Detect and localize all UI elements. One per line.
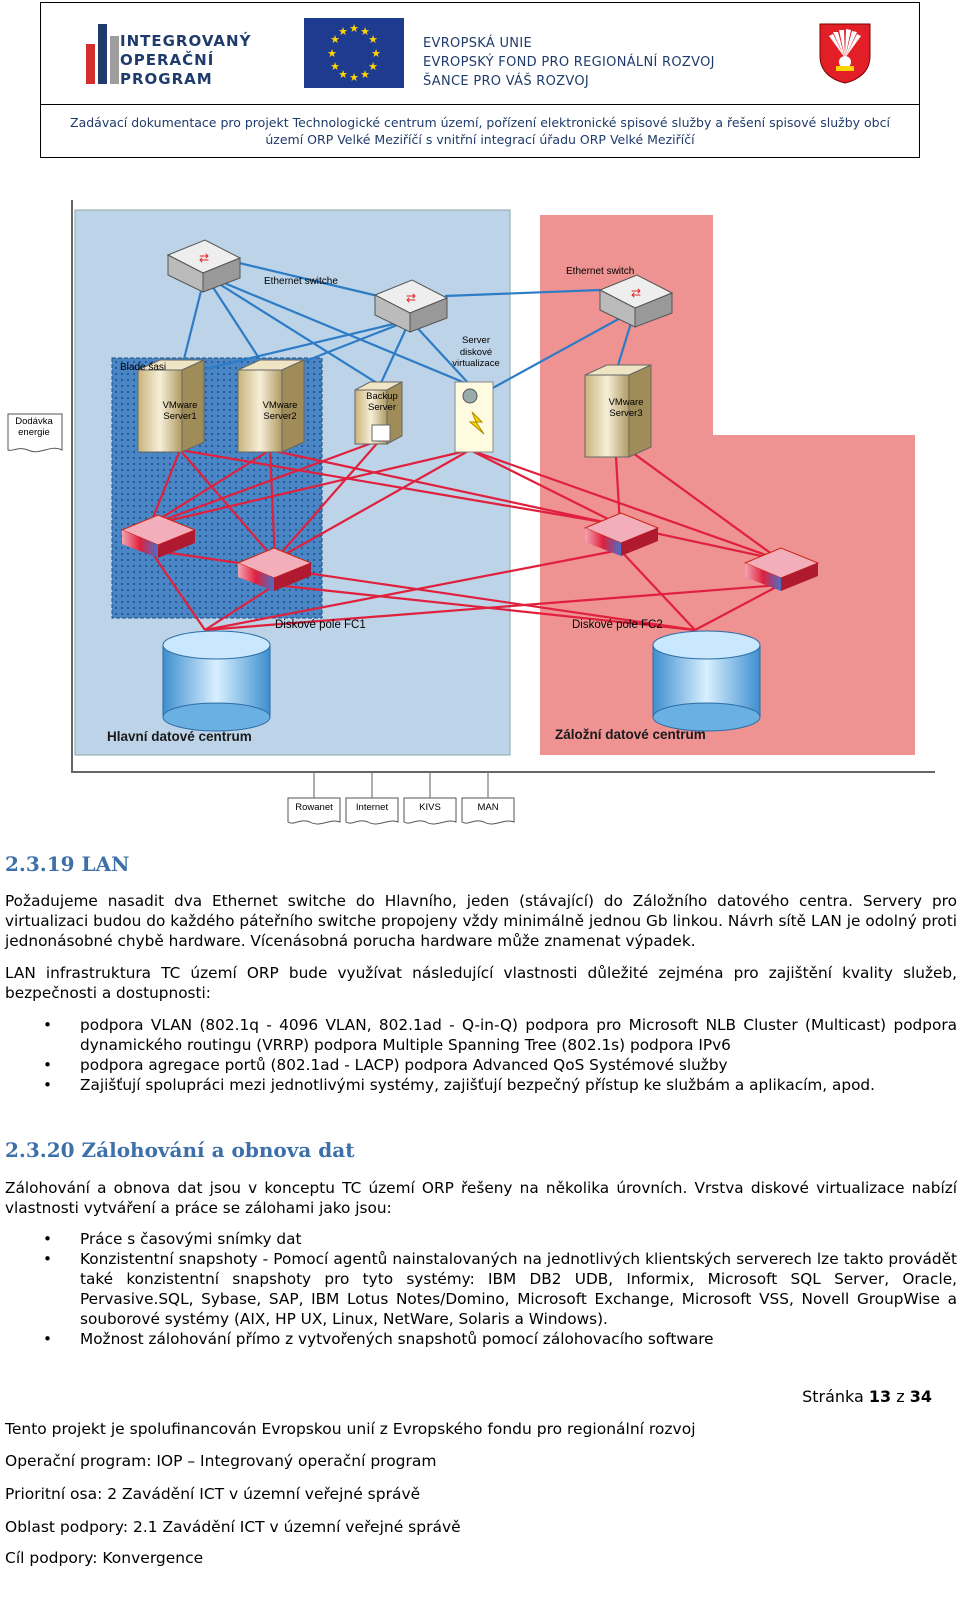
ethernet-switche-label: Ethernet switche — [264, 276, 338, 287]
svg-text:★: ★ — [327, 47, 337, 60]
iop-logo-icon — [86, 24, 119, 84]
ethernet-switch-label: Ethernet switch — [566, 266, 634, 277]
svg-text:★: ★ — [360, 25, 370, 38]
ethernet-switch-center: ⇄ — [373, 279, 449, 333]
document-title-line1: Zadávací dokumentace pro projekt Technol… — [70, 115, 890, 130]
svg-text:⇄: ⇄ — [406, 291, 416, 305]
disk-array-fc2 — [652, 630, 761, 732]
network-man: MAN — [477, 802, 498, 813]
disk-fc1-label: Diskové pole FC1 — [275, 619, 366, 631]
backup-label-2: Server — [368, 402, 396, 413]
vm1-label-1: VMware — [163, 400, 198, 411]
page-total: 34 — [909, 1387, 932, 1406]
energy-supply-tab — [7, 413, 63, 453]
city-crest-icon — [819, 23, 871, 84]
san-switch-1 — [120, 514, 197, 558]
san-switch-2 — [236, 547, 313, 591]
svg-text:★: ★ — [371, 47, 381, 60]
svg-text:⇄: ⇄ — [199, 251, 209, 265]
svg-text:★: ★ — [330, 60, 340, 73]
vmware-server1 — [137, 359, 205, 453]
svg-text:★: ★ — [330, 33, 340, 46]
blade-chassis-label: Blade šasi — [120, 362, 166, 373]
network-rowanet: Rowanet — [295, 802, 333, 813]
lan-paragraph-2: LAN infrastruktura TC území ORP bude vyu… — [5, 964, 957, 1002]
network-kivs: KIVS — [419, 802, 441, 813]
vmware-server2 — [237, 359, 305, 453]
network-internet: Internet — [356, 802, 389, 813]
vm3-label-1: VMware — [609, 397, 644, 408]
svg-text:★: ★ — [360, 68, 370, 81]
lan-feature-list: podpora VLAN (802.1q - 4096 VLAN, 802.1a… — [5, 1015, 957, 1095]
document-title-line2: území ORP Velké Meziříčí s vnitřní integ… — [265, 132, 695, 147]
san-switch-4 — [743, 547, 820, 591]
list-item: Možnost zálohování přímo z vytvořených s… — [5, 1329, 957, 1349]
svg-text:★: ★ — [338, 25, 348, 38]
backup-feature-list: Práce s časovými snímky dat Konzistentní… — [5, 1229, 957, 1349]
energy-label-1: Dodávka — [15, 416, 53, 427]
san-switch-3 — [583, 512, 660, 556]
list-item: Práce s časovými snímky dat — [5, 1229, 957, 1249]
svg-text:⇄: ⇄ — [631, 286, 641, 300]
vmware-server3 — [584, 364, 652, 458]
footer-goal: Cíl podpory: Konvergence — [5, 1549, 204, 1567]
section-heading-lan: 2.3.19 LAN — [5, 852, 130, 876]
list-item: Zajišťují spolupráci mezi jednotlivými s… — [5, 1075, 957, 1095]
network-diagram: ⇄ ⇄ ⇄ — [7, 200, 935, 825]
ethernet-switch-left: ⇄ — [166, 239, 242, 293]
page-number: Stránka 13 z 34 — [802, 1387, 932, 1406]
page-prefix: Stránka — [802, 1387, 869, 1406]
eu-flag-icon: ★★★ ★★★ ★★★ ★★★ — [304, 18, 404, 88]
vm2-label-1: VMware — [263, 400, 298, 411]
backup-paragraph-1: Zálohování a obnova dat jsou v konceptu … — [5, 1179, 957, 1217]
footer-support-area: Oblast podpory: 2.1 Zavádění ICT v územn… — [5, 1518, 461, 1536]
svg-text:★: ★ — [338, 68, 348, 81]
vm1-label-2: Server1 — [163, 411, 196, 422]
page-current: 13 — [868, 1387, 892, 1406]
list-item: podpora agregace portů (802.1ad - LACP) … — [5, 1055, 957, 1075]
svg-text:★: ★ — [349, 71, 359, 84]
main-dc-label: Hlavní datové centrum — [107, 729, 252, 744]
footer-program: Operační program: IOP – Integrovaný oper… — [5, 1452, 437, 1470]
server-virt-label-3: virtualizace — [452, 358, 500, 369]
section-heading-backup: 2.3.20 Zálohování a obnova dat — [5, 1138, 355, 1162]
vm2-label-2: Server2 — [263, 411, 296, 422]
page-header — [40, 2, 920, 158]
disk-array-fc1 — [162, 630, 271, 732]
document-title: Zadávací dokumentace pro projekt Technol… — [44, 114, 916, 148]
list-item: Konzistentní snapshoty - Pomocí agentů n… — [5, 1249, 957, 1329]
ethernet-switch-right: ⇄ — [598, 274, 674, 328]
server-virt-label-1: Server — [462, 335, 490, 346]
list-item: podpora VLAN (802.1q - 4096 VLAN, 802.1a… — [5, 1015, 957, 1055]
disk-fc2-label: Diskové pole FC2 — [572, 619, 663, 631]
vm3-label-2: Server3 — [609, 408, 642, 419]
eu-fund-text: EVROPSKÁ UNIE EVROPSKÝ FOND PRO REGIONÁL… — [423, 36, 715, 89]
footer-funding: Tento projekt je spolufinancován Evropsk… — [5, 1420, 696, 1438]
server-virt-label-2: diskové — [460, 347, 492, 358]
svg-text:★: ★ — [368, 60, 378, 73]
header-divider — [40, 104, 920, 105]
svg-text:★: ★ — [349, 22, 359, 35]
backup-dc-label: Záložní datové centrum — [555, 727, 706, 742]
svg-text:★: ★ — [368, 33, 378, 46]
backup-label-1: Backup — [366, 391, 398, 402]
lan-paragraph-1: Požadujeme nasadit dva Ethernet switche … — [5, 892, 957, 950]
iop-logo-text: INTEGROVANÝ OPERAČNÍ PROGRAM — [120, 32, 252, 88]
footer-axis: Prioritní osa: 2 Zavádění ICT v územní v… — [5, 1485, 421, 1503]
virtualization-server — [454, 381, 494, 453]
backup-server — [354, 381, 403, 445]
energy-label-2: energie — [18, 427, 50, 438]
page-separator: z — [891, 1387, 910, 1406]
